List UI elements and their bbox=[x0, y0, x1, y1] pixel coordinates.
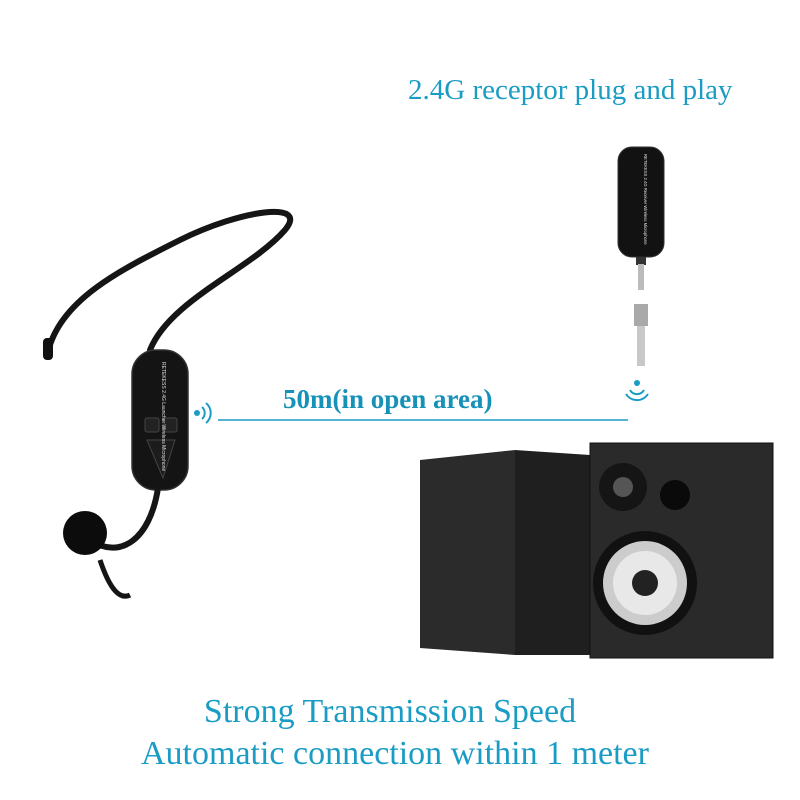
subline: Automatic connection within 1 meter bbox=[141, 735, 649, 772]
receiver-label: RETEKESS 2.4G Receiver Wireless Micropho… bbox=[643, 154, 648, 245]
receptor-caption: 2.4G receptor plug and play bbox=[408, 74, 733, 106]
wifi-signal-icon bbox=[194, 402, 212, 424]
receiver-dongle: RETEKESS 2.4G Receiver Wireless Micropho… bbox=[617, 146, 665, 366]
distance-caption: 50m(in open area) bbox=[283, 384, 493, 414]
wifi-signal-icon bbox=[625, 380, 649, 401]
headline: Strong Transmission Speed bbox=[203, 693, 577, 730]
launcher-label: RETEKESS 2.4G Launcher Wireless Micropho… bbox=[160, 362, 166, 471]
speakers bbox=[420, 442, 774, 659]
headset-microphone: RETEKESS 2.4G Launcher Wireless Micropho… bbox=[43, 208, 294, 599]
